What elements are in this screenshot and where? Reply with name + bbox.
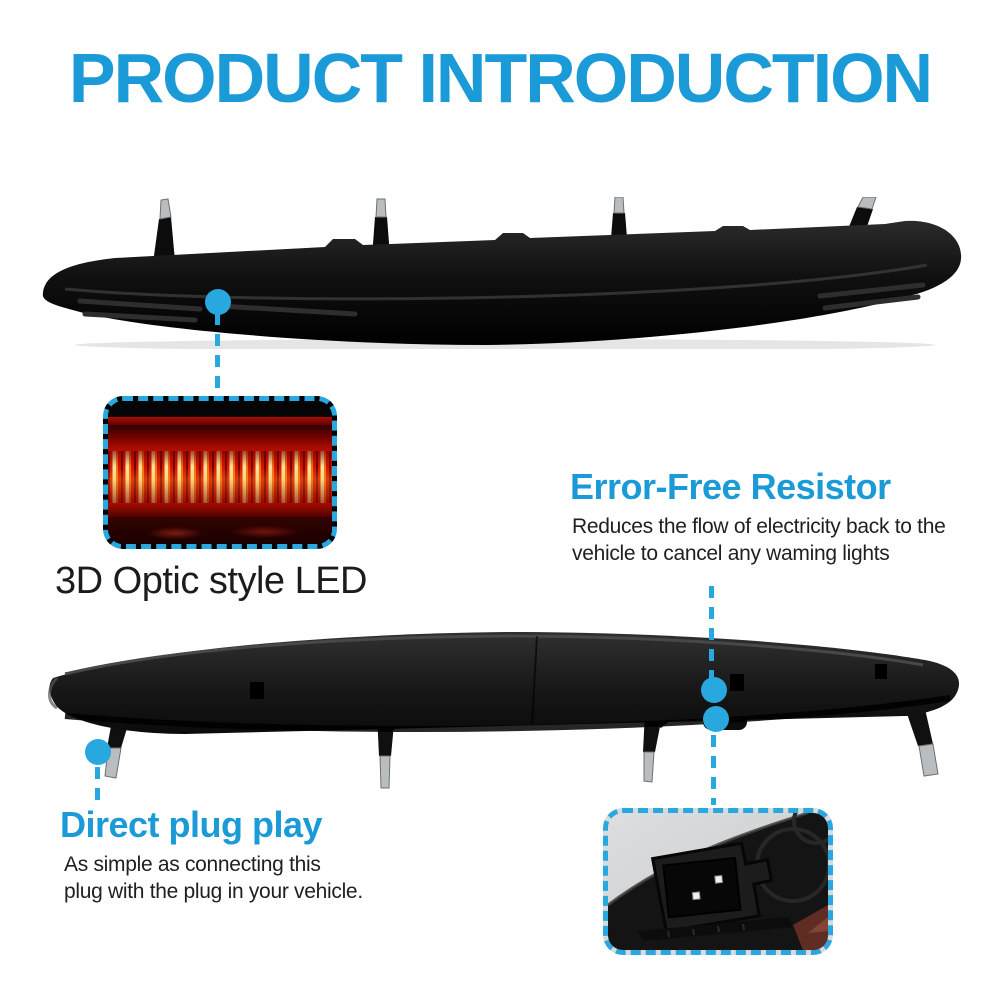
bar-gloss-line [64,263,928,301]
ridge-ticks [667,923,745,938]
callout-dot-resistor-a [701,677,727,703]
callout-line-resistor-lower [711,735,716,805]
red-sliver-highlight [808,917,828,933]
bar-body-top [42,220,962,345]
led-closeup-inset [103,396,337,549]
housing-ridge [638,917,793,941]
red-housing-sliver [793,905,828,950]
callout-line-led [215,313,220,396]
callout-dot-led [205,289,231,315]
callout-dot-plug [85,739,111,765]
connector-closeup-inset [603,808,833,955]
vent-slots [77,282,926,323]
connector-pin-1 [691,891,701,901]
mounting-studs-top [153,197,877,263]
plug-heading: Direct plug play [60,804,323,845]
molded-circle-small [792,813,828,845]
resistor-heading: Error-Free Resistor [570,466,891,507]
led-inset-red-line [108,417,332,425]
led-inset-top-band [108,401,332,417]
callout-line-plug [95,767,100,800]
optic-caption: 3D Optic style LED [55,560,368,602]
led-segments-glow [108,451,332,503]
resistor-description: Reduces the flow of electricity back to … [572,513,946,567]
callout-line-resistor-upper [709,586,714,678]
bar-rim-highlight [64,634,924,676]
plug-description-line2: plug with the plug in your vehicle. [64,880,363,903]
brake-light-bottom-photo [48,632,960,789]
bar-center-seam [531,635,538,725]
resistor-description-line2: vehicle to cancel any waming lights [572,542,890,565]
page-title: PRODUCT INTRODUCTION [68,39,933,117]
callout-dot-resistor-b [703,706,729,732]
led-inset-bottom-band [108,517,332,544]
plug-description: As simple as connecting this plug with t… [64,851,363,905]
bar-left-cap [48,676,59,710]
socket-opening [662,856,742,919]
led-inset-lower-band [108,503,332,517]
connector-closeup-photo [608,813,828,950]
resistor-description-line1: Reduces the flow of electricity back to … [572,515,946,538]
bar-bottom-edge [64,695,951,732]
led-inset-upper-band [108,425,332,451]
bar-body-bottom [49,632,960,734]
brake-light-top-photo [42,197,962,349]
connector-pin-2 [714,874,724,884]
plug-description-line1: As simple as connecting this [64,853,321,876]
bar-notches [250,664,887,699]
